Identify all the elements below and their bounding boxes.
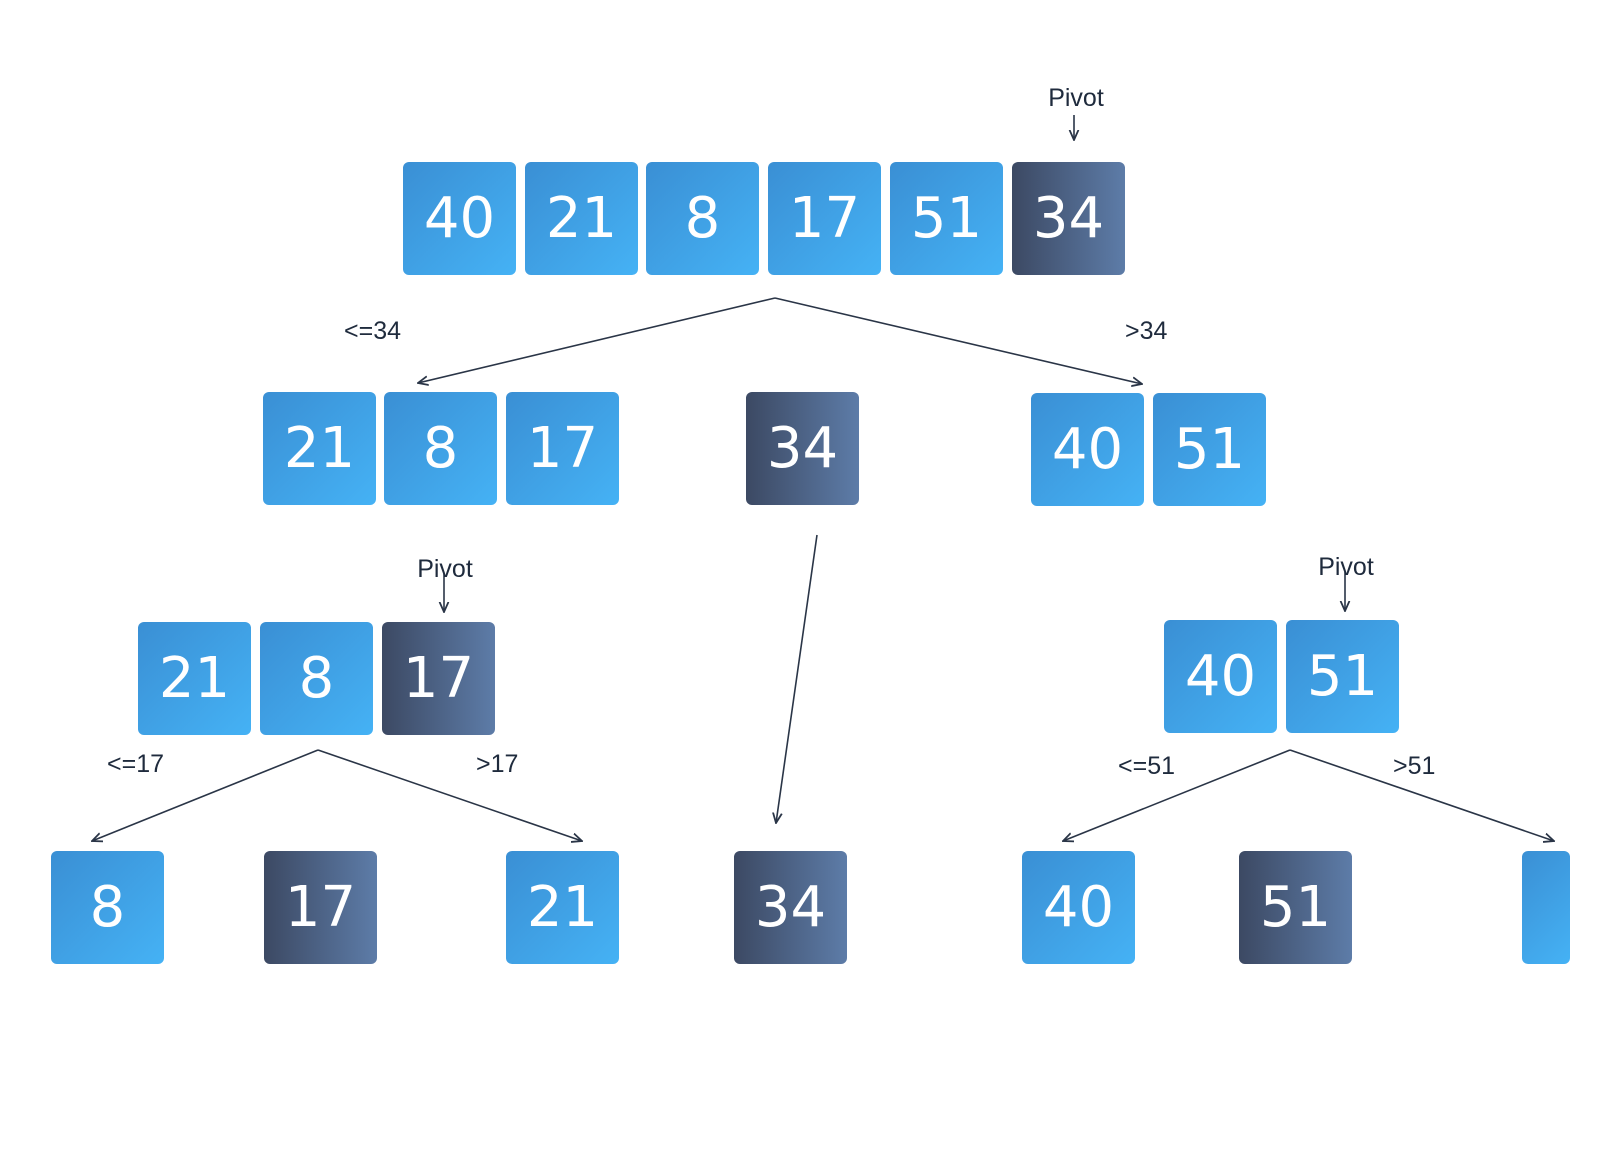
array-cell: 21 [263,392,376,505]
array-cell: 21 [525,162,638,275]
array-cell: 21 [506,851,619,964]
partition-label-le-51: <=51 [1118,752,1176,780]
split-arrow-le-17 [92,749,319,841]
array-cell: 51 [1153,393,1266,506]
split-arrow-le-51 [1063,749,1291,841]
array-cell: 17 [506,392,619,505]
pivot-cell: 34 [734,851,847,964]
array-cell: 8 [646,162,759,275]
split-arrow-gt-17 [317,749,582,841]
split-arrow-gt-34 [774,297,1142,384]
pivot-cell: 34 [746,392,859,505]
array-cell: 21 [138,622,251,735]
split-arrow-gt-51 [1289,749,1554,841]
pivot-cell: 34 [1012,162,1125,275]
array-cell: 51 [890,162,1003,275]
empty-cell [1522,851,1570,964]
pivot-cell: 51 [1239,851,1352,964]
array-cell: 8 [384,392,497,505]
array-cell: 40 [403,162,516,275]
array-cell: 51 [1286,620,1399,733]
pivot-label: Pivot [1318,553,1374,581]
array-cell: 40 [1031,393,1144,506]
partition-label-le-17: <=17 [107,750,165,778]
array-cell: 40 [1164,620,1277,733]
array-cell: 8 [51,851,164,964]
pivot-cell: 17 [264,851,377,964]
partition-label-gt-17: >17 [476,750,519,778]
array-cell: 40 [1022,851,1135,964]
array-cell: 8 [260,622,373,735]
carry-arrow-34 [776,534,818,823]
pivot-label: Pivot [1048,84,1104,112]
partition-label-gt-51: >51 [1393,752,1436,780]
partition-label-le-34: <=34 [344,317,402,345]
array-cell: 17 [768,162,881,275]
pivot-cell: 17 [382,622,495,735]
pivot-label: Pivot [417,555,473,583]
partition-label-gt-34: >34 [1125,317,1168,345]
split-arrow-le-34 [418,297,776,383]
